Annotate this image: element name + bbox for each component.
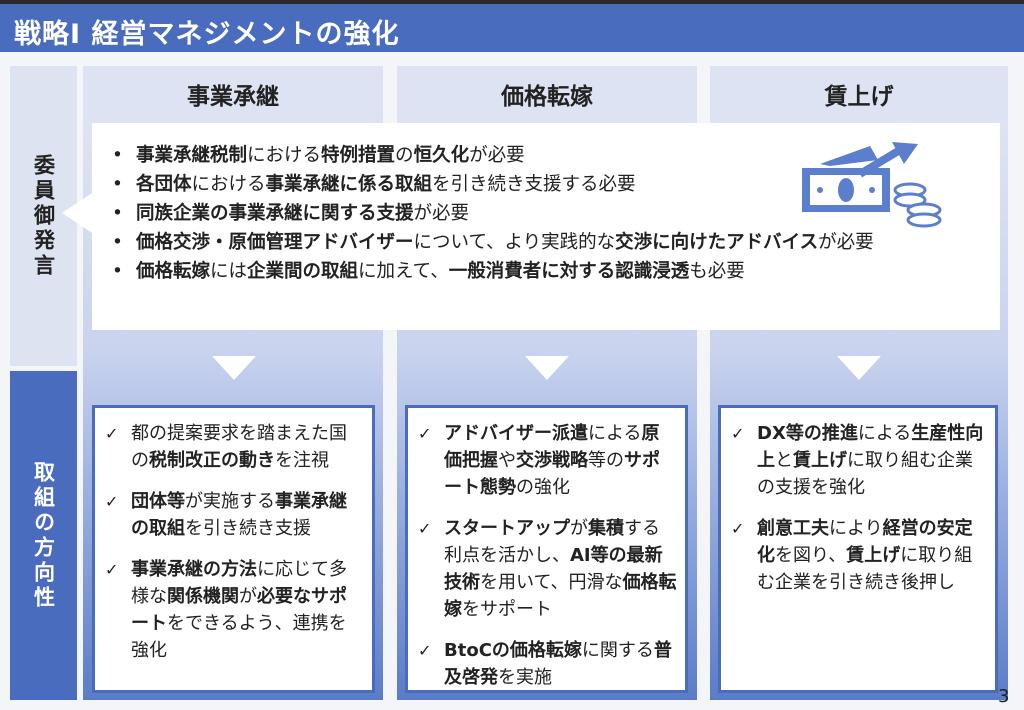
text: する利点を活かし、 [444, 518, 660, 566]
bold-text: 価格交渉・原価管理アドバイザー [136, 232, 414, 253]
text: をできるよう、連携を強化 [131, 613, 347, 661]
remark-item: 価格転嫁には企業間の取組に加えて、一般消費者に対する認識浸透も必要 [112, 257, 992, 286]
text: 等の [588, 450, 624, 471]
action-item: DX等の推進による生産性向上と賃上げに取り組む企業の支援を強化 [731, 420, 987, 501]
bold-text: 事業承継の方法 [131, 559, 257, 580]
bold-text: 団体等 [131, 491, 185, 512]
remark-item: 価格交渉・原価管理アドバイザーについて、より実践的な交渉に向けたアドバイスが必要 [112, 228, 992, 257]
action-item: 事業承継の方法に応じて多様な関係機関が必要なサポートをできるよう、連携を強化 [105, 556, 364, 664]
text: と [775, 450, 793, 471]
text: に応じて多様な [131, 559, 347, 607]
side-label-remarks: 委員御発言 [10, 66, 77, 366]
text: における [247, 145, 322, 166]
bold-text: 創意工夫 [757, 518, 829, 539]
text: が必要 [413, 203, 470, 224]
bold-text: 賃上げ [846, 545, 901, 566]
page-number: 3 [998, 686, 1010, 707]
remark-item: 各団体における事業承継に係る取組を引き続き支援する必要 [112, 170, 992, 199]
text: を実施 [498, 667, 552, 688]
text: が実施する [185, 491, 275, 512]
bold-text: 価格転嫁 [444, 572, 677, 620]
text: に関する [581, 640, 654, 661]
bold-text: アドバイザー派遣 [444, 423, 588, 444]
text: における [191, 174, 266, 195]
bold-text: 恒久化 [413, 145, 470, 166]
text: に加えて、 [358, 261, 449, 282]
bold-text: 事業承継の取組 [131, 491, 347, 539]
bold-text: スタートアップ [444, 518, 570, 539]
bold-text: DX等の推進 [757, 423, 858, 444]
text: を引き続き支援する必要 [432, 174, 636, 195]
text: をサポート [462, 599, 552, 620]
bold-text: 必要なサポート [131, 586, 347, 634]
bold-text: 集積 [588, 518, 624, 539]
text: の [395, 145, 414, 166]
page-title: 戦略Ⅰ 経営マネジメントの強化 [0, 4, 1024, 52]
text: が [570, 518, 588, 539]
text: による [588, 423, 642, 444]
text: を図り、 [775, 545, 847, 566]
action-item: BtoCの価格転嫁に関する普及啓発を実施 [418, 637, 677, 691]
action-item: 創意工夫により経営の安定化を図り、賃上げに取り組む企業を引き続き後押し [731, 515, 987, 596]
text: の強化 [516, 477, 570, 498]
text: が必要 [818, 232, 874, 253]
bold-text: 原価把握 [444, 423, 660, 471]
side-label-direction: 取組の方向性 [10, 371, 77, 700]
arrow-down-icon [525, 356, 569, 380]
action-box-wages: DX等の推進による生産性向上と賃上げに取り組む企業の支援を強化創意工夫により経営… [718, 405, 998, 693]
text: による [857, 423, 912, 444]
text: 都の提案要求を踏まえた国の [131, 423, 347, 471]
text: を用いて、円滑な [480, 572, 623, 593]
text: には [210, 261, 248, 282]
column-header-succession: 事業承継 [83, 66, 383, 122]
text: に取り組む企業の支援を強化 [757, 450, 973, 498]
bold-text: 関係機関 [167, 586, 239, 607]
bold-text: AI等の最新技術 [444, 545, 663, 593]
bold-text: 事業承継税制 [136, 145, 248, 166]
arrow-down-icon [837, 356, 881, 380]
text: について、より実践的な [413, 232, 616, 253]
text: を引き続き支援 [185, 518, 311, 539]
money-growth-icon [802, 142, 942, 228]
bold-text: 特例措置 [321, 145, 396, 166]
text: を注視 [275, 450, 329, 471]
remark-item: 同族企業の事業承継に関する支援が必要 [112, 199, 992, 228]
bold-text: 交渉に向けたアドバイス [615, 232, 819, 253]
text: も必要 [689, 261, 745, 282]
bold-text: 税制改正の動き [149, 450, 275, 471]
text: により [829, 518, 883, 539]
bold-text: 交渉戦略 [516, 450, 588, 471]
action-box-succession: 都の提案要求を踏まえた国の税制改正の動きを注視団体等が実施する事業承継の取組を引… [92, 405, 375, 693]
bold-text: 一般消費者に対する認識浸透 [448, 261, 690, 282]
text: が [239, 586, 257, 607]
column-header-pricing: 価格転嫁 [397, 66, 697, 122]
bold-text: 経営の安定化 [757, 518, 973, 566]
bold-text: BtoCの価格転嫁 [444, 640, 582, 661]
bold-text: 企業間の取組 [247, 261, 359, 282]
bold-text: 各団体 [136, 174, 192, 195]
arrow-down-icon [212, 356, 256, 380]
text: や [498, 450, 516, 471]
column-header-wages: 賃上げ [710, 66, 1008, 122]
action-item: スタートアップが集積する利点を活かし、AI等の最新技術を用いて、円滑な価格転嫁を… [418, 515, 677, 623]
remarks-list: 事業承継税制における特例措置の恒久化が必要各団体における事業承継に係る取組を引き… [112, 141, 1000, 286]
action-item: 団体等が実施する事業承継の取組を引き続き支援 [105, 488, 364, 542]
action-box-pricing: アドバイザー派遣による原価把握や交渉戦略等のサポート態勢の強化スタートアップが集… [405, 405, 688, 693]
remark-item: 事業承継税制における特例措置の恒久化が必要 [112, 141, 992, 170]
bold-text: 生産性向上 [757, 423, 984, 471]
text: に取り組む企業を引き続き後押し [757, 545, 973, 593]
bold-text: 同族企業の事業承継に関する支援 [136, 203, 414, 224]
action-item: アドバイザー派遣による原価把握や交渉戦略等のサポート態勢の強化 [418, 420, 677, 501]
bold-text: 事業承継に係る取組 [265, 174, 433, 195]
text: が必要 [469, 145, 525, 166]
bold-text: 賃上げ [793, 450, 847, 471]
bold-text: サポート態勢 [444, 450, 660, 498]
top-border [0, 0, 1024, 4]
bold-text: 価格転嫁 [136, 261, 211, 282]
action-item: 都の提案要求を踏まえた国の税制改正の動きを注視 [105, 420, 364, 474]
bold-text: 普及啓発 [444, 640, 672, 688]
